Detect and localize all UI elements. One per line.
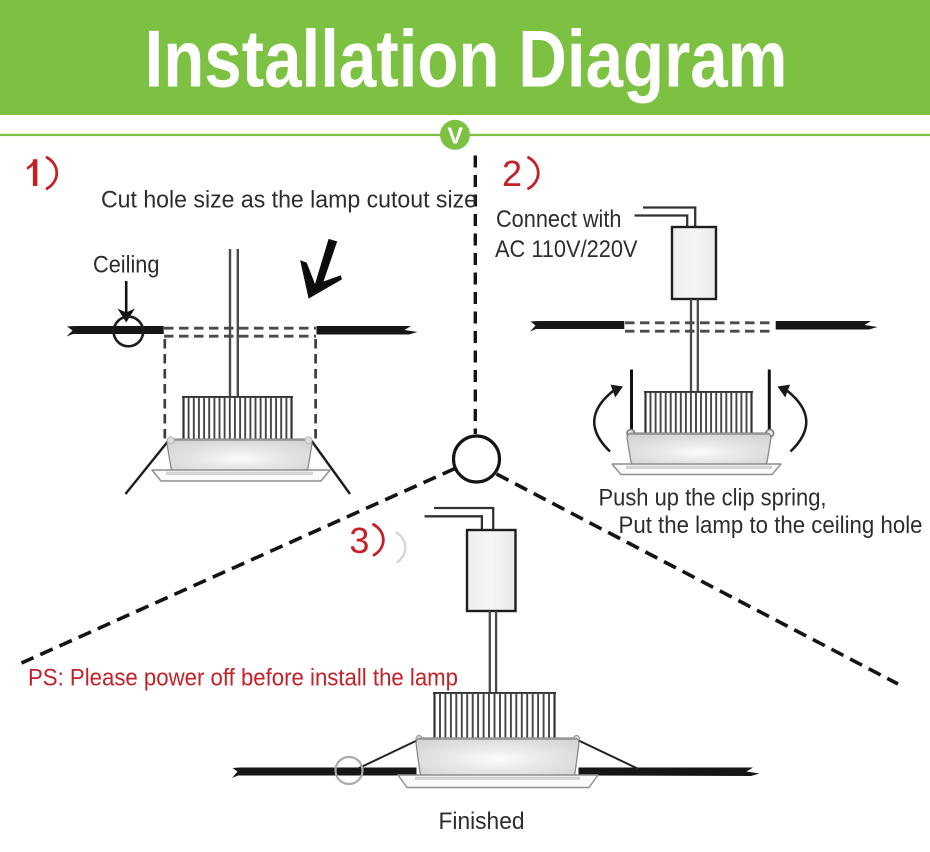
svg-text:AC 110V/220V: AC 110V/220V xyxy=(495,236,638,263)
svg-text:Installation Diagram: Installation Diagram xyxy=(145,15,788,105)
svg-text:2: 2 xyxy=(502,153,522,194)
svg-text:Ceiling: Ceiling xyxy=(93,252,160,279)
svg-text:Push up the clip spring,: Push up the clip spring, xyxy=(599,485,827,512)
svg-text:3: 3 xyxy=(349,520,369,561)
svg-text:V: V xyxy=(447,122,463,148)
svg-text:Finished: Finished xyxy=(439,808,525,835)
svg-text:Cut hole size as the lamp cuto: Cut hole size as the lamp cutout size xyxy=(101,187,477,214)
svg-text:Connect with: Connect with xyxy=(496,206,622,233)
svg-text:PS: Please power off before in: PS: Please power off before install the … xyxy=(28,665,458,692)
svg-text:Put the lamp to the ceiling ho: Put the lamp to the ceiling hole xyxy=(619,512,923,539)
